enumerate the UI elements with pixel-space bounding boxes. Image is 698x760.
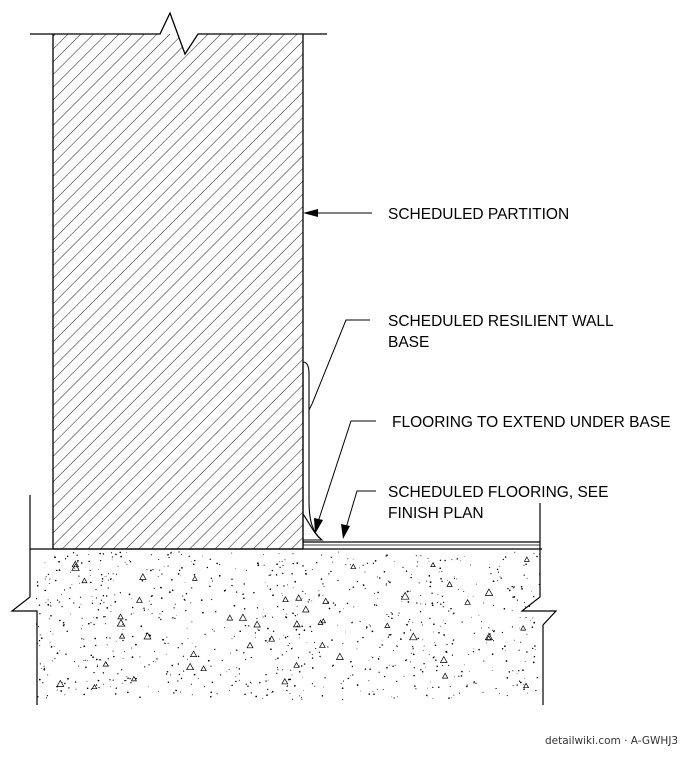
leader-wall-base — [308, 319, 370, 411]
top-break-line — [30, 11, 327, 56]
callout-flooring-line1: SCHEDULED FLOORING, SEE — [388, 484, 609, 501]
flooring-layer — [303, 541, 540, 546]
leader-partition — [303, 209, 372, 217]
leader-flooring-extend — [314, 420, 376, 534]
resilient-wall-base — [302, 361, 324, 541]
callout-wall-base-line2: BASE — [388, 334, 429, 351]
leader-flooring — [341, 490, 376, 539]
credit-watermark: detailwiki.com · A-GWHJ3 — [545, 735, 678, 747]
callout-flooring-extend: FLOORING TO EXTEND UNDER BASE — [392, 414, 670, 431]
callout-wall-base-line1: SCHEDULED RESILIENT WALL — [388, 313, 614, 330]
concrete-slab — [10, 495, 558, 705]
callout-scheduled-partition: SCHEDULED PARTITION — [388, 206, 569, 223]
partition-wall — [52, 34, 304, 550]
callout-flooring-line2: FINISH PLAN — [388, 505, 484, 522]
